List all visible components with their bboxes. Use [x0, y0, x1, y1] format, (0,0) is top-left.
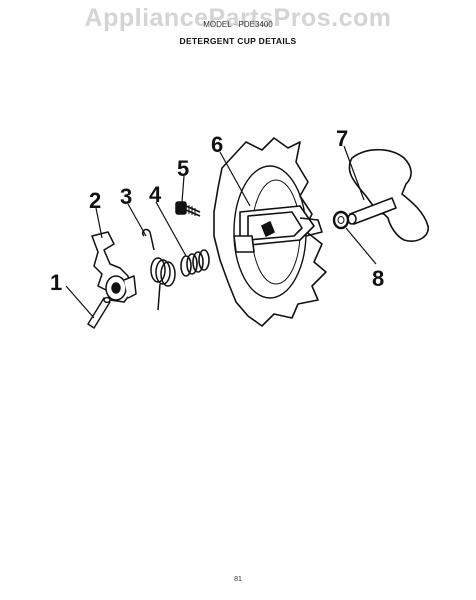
part-6-detergent-cup-housing [213, 137, 327, 327]
callout-1: 1 [50, 270, 62, 295]
callout-7: 7 [336, 126, 348, 151]
model-number: MODEL · PDE3400 [203, 20, 273, 29]
part-5-screw [175, 201, 201, 217]
callout-3: 3 [120, 184, 132, 209]
part-2-latch-lever [91, 231, 137, 303]
part-3-torsion-spring [141, 228, 176, 311]
callout-leader-lines [65, 145, 377, 319]
part-8-washer [332, 210, 350, 230]
callout-2: 2 [89, 188, 101, 213]
callout-4: 4 [149, 182, 162, 207]
callout-8: 8 [372, 266, 384, 291]
callout-5: 5 [177, 156, 189, 181]
watermark-logo: AppliancePartsPros.com [84, 4, 392, 32]
part-4-spring [180, 249, 210, 277]
part-1-pin [87, 296, 111, 329]
diagram-title: DETERGENT CUP DETAILS [179, 36, 297, 46]
page-number: 81 [234, 576, 242, 583]
callout-6: 6 [211, 132, 223, 157]
part-7-cup-knob-shaft [347, 148, 429, 242]
